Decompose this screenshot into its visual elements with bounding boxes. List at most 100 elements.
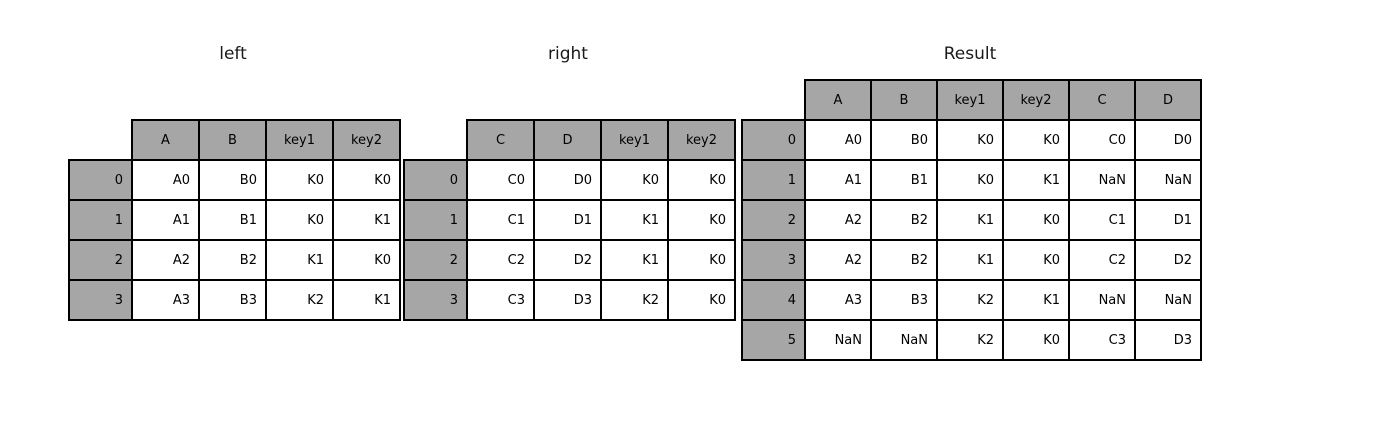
right-table-title: right xyxy=(548,44,588,64)
value-cell: A3 xyxy=(131,279,200,321)
result-table-title: Result xyxy=(943,44,997,64)
corner-cell xyxy=(404,120,467,160)
value-cell: K1 xyxy=(265,239,334,281)
row-index-cell: 0 xyxy=(68,159,133,201)
column-header-cell: D xyxy=(1134,79,1202,121)
value-cell: K0 xyxy=(667,239,736,281)
value-cell: K1 xyxy=(600,239,669,281)
value-cell: B0 xyxy=(198,159,267,201)
value-cell: C1 xyxy=(466,199,535,241)
value-cell: K0 xyxy=(265,159,334,201)
value-cell: A2 xyxy=(131,239,200,281)
value-cell: A2 xyxy=(804,239,872,281)
value-cell: NaN xyxy=(1134,159,1202,201)
value-cell: B2 xyxy=(198,239,267,281)
value-cell: B2 xyxy=(870,199,938,241)
row-index-cell: 2 xyxy=(68,239,133,281)
value-cell: K1 xyxy=(332,199,401,241)
row-index-cell: 3 xyxy=(741,239,806,281)
value-cell: NaN xyxy=(804,319,872,361)
row-index-cell: 1 xyxy=(403,199,468,241)
value-cell: B3 xyxy=(198,279,267,321)
value-cell: A1 xyxy=(131,199,200,241)
column-header-cell: key1 xyxy=(265,119,334,161)
value-cell: D3 xyxy=(1134,319,1202,361)
value-cell: C1 xyxy=(1068,199,1136,241)
left-table-title: left xyxy=(219,44,247,64)
value-cell: C2 xyxy=(466,239,535,281)
row-index-cell: 3 xyxy=(68,279,133,321)
column-header-cell: B xyxy=(198,119,267,161)
row-index-cell: 0 xyxy=(403,159,468,201)
value-cell: K0 xyxy=(667,159,736,201)
value-cell: K0 xyxy=(332,159,401,201)
value-cell: A0 xyxy=(131,159,200,201)
column-header-cell: B xyxy=(870,79,938,121)
column-header-cell: A xyxy=(804,79,872,121)
value-cell: D1 xyxy=(1134,199,1202,241)
column-header-cell: key2 xyxy=(1002,79,1070,121)
column-header-cell: key1 xyxy=(936,79,1004,121)
value-cell: K0 xyxy=(1002,239,1070,281)
value-cell: A1 xyxy=(804,159,872,201)
column-header-cell: key2 xyxy=(667,119,736,161)
value-cell: B1 xyxy=(870,159,938,201)
value-cell: K0 xyxy=(667,279,736,321)
column-header-cell: A xyxy=(131,119,200,161)
corner-cell xyxy=(742,80,805,120)
value-cell: K0 xyxy=(1002,319,1070,361)
value-cell: NaN xyxy=(1068,279,1136,321)
row-index-cell: 2 xyxy=(741,199,806,241)
value-cell: A2 xyxy=(804,199,872,241)
value-cell: D1 xyxy=(533,199,602,241)
value-cell: K1 xyxy=(1002,279,1070,321)
value-cell: K0 xyxy=(265,199,334,241)
value-cell: K0 xyxy=(667,199,736,241)
value-cell: D2 xyxy=(1134,239,1202,281)
value-cell: B1 xyxy=(198,199,267,241)
value-cell: K0 xyxy=(332,239,401,281)
value-cell: B3 xyxy=(870,279,938,321)
row-index-cell: 3 xyxy=(403,279,468,321)
value-cell: B2 xyxy=(870,239,938,281)
row-index-cell: 0 xyxy=(741,119,806,161)
value-cell: D2 xyxy=(533,239,602,281)
value-cell: K0 xyxy=(1002,199,1070,241)
value-cell: K1 xyxy=(1002,159,1070,201)
value-cell: D0 xyxy=(533,159,602,201)
value-cell: K1 xyxy=(936,199,1004,241)
value-cell: K0 xyxy=(936,159,1004,201)
row-index-cell: 5 xyxy=(741,319,806,361)
value-cell: C0 xyxy=(466,159,535,201)
row-index-cell: 1 xyxy=(68,199,133,241)
corner-cell xyxy=(69,120,132,160)
value-cell: K2 xyxy=(936,319,1004,361)
column-header-cell: D xyxy=(533,119,602,161)
value-cell: K2 xyxy=(600,279,669,321)
value-cell: K0 xyxy=(1002,119,1070,161)
value-cell: C3 xyxy=(1068,319,1136,361)
column-header-cell: key2 xyxy=(332,119,401,161)
row-index-cell: 4 xyxy=(741,279,806,321)
value-cell: K1 xyxy=(600,199,669,241)
value-cell: C0 xyxy=(1068,119,1136,161)
value-cell: D0 xyxy=(1134,119,1202,161)
row-index-cell: 2 xyxy=(403,239,468,281)
row-index-cell: 1 xyxy=(741,159,806,201)
value-cell: NaN xyxy=(1068,159,1136,201)
value-cell: K1 xyxy=(332,279,401,321)
